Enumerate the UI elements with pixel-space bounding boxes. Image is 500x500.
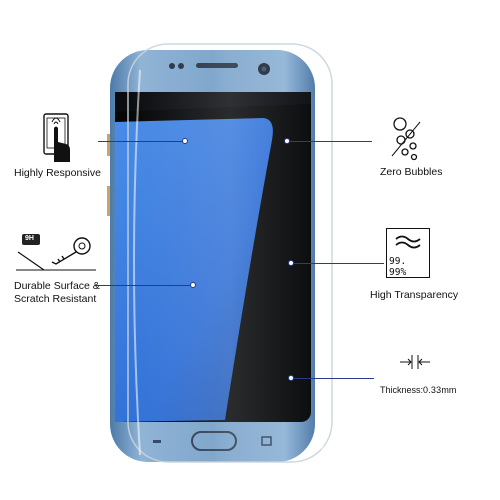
- bubbles-icon: [391, 117, 421, 161]
- glass-protector-outline: [127, 43, 333, 463]
- leader-line-responsive: [98, 141, 184, 142]
- side-button: [107, 186, 110, 216]
- side-button: [107, 134, 110, 156]
- leader-dot-durable: [190, 282, 196, 288]
- key-scratch-icon: [16, 234, 96, 271]
- durable-line-1: Durable Surface &: [14, 280, 100, 292]
- feature-label-thickness: Thickness:0.33mm: [380, 384, 456, 397]
- feature-label-highly-responsive: Highly Responsive: [14, 167, 101, 179]
- wave-icon: [395, 235, 421, 249]
- glass-protector-curve: [321, 69, 329, 456]
- hardness-badge: 9H: [25, 235, 34, 242]
- thickness-arrows-icon: [400, 355, 430, 369]
- thickness-unit: mm: [441, 385, 457, 395]
- transparency-value: 99. 99%: [389, 256, 407, 278]
- finger-touch-icon: [43, 113, 70, 162]
- thickness-value: 0.33: [423, 385, 442, 395]
- leader-dot-responsive: [182, 138, 188, 144]
- durable-line-2: Scratch Resistant: [14, 293, 97, 305]
- feature-label-high-transparency: High Transparency: [370, 289, 459, 301]
- feature-label-zero-bubbles: Zero Bubbles: [380, 166, 443, 178]
- leader-line-durable: [96, 285, 194, 286]
- transparency-card-icon: 99. 99%: [386, 228, 430, 278]
- feature-label-durable: Durable Surface & Scratch Resistant: [14, 280, 100, 306]
- glass-protector-curve: [133, 69, 141, 456]
- leader-dot-thickness: [288, 375, 294, 381]
- leader-line-thickness: [292, 378, 374, 379]
- leader-line-bubbles: [288, 141, 372, 142]
- durable-icon-group: 9H: [16, 232, 96, 272]
- leader-dot-bubbles: [284, 138, 290, 144]
- leader-line-transparency: [292, 263, 384, 264]
- leader-dot-transparency: [288, 260, 294, 266]
- thickness-label: Thickness:: [380, 385, 424, 395]
